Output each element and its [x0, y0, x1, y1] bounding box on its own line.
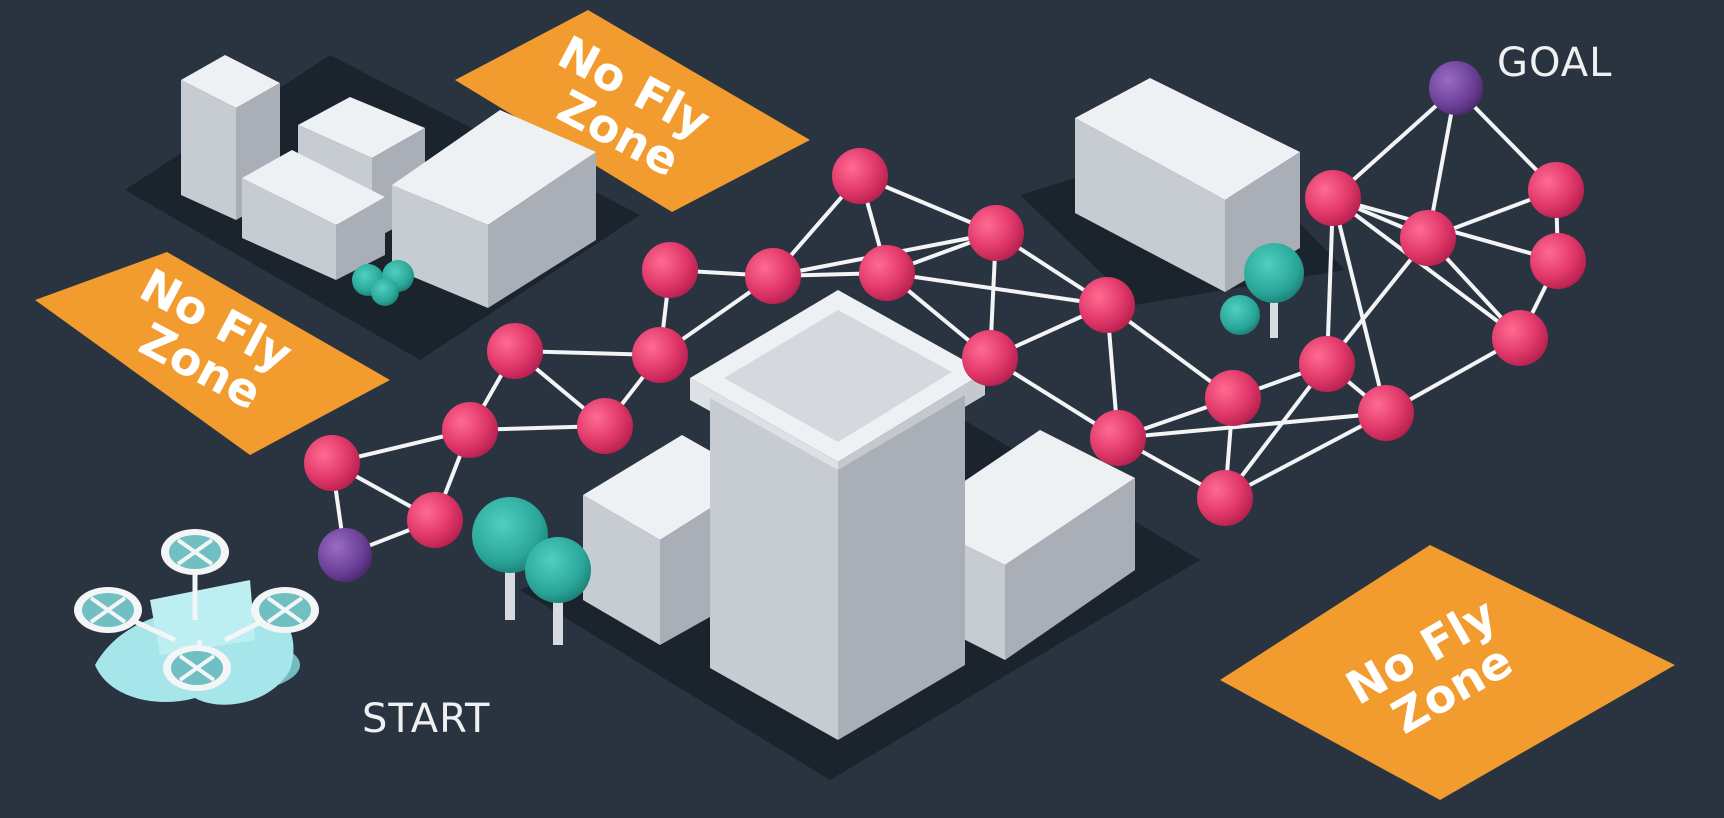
waypoint-node [1299, 336, 1355, 392]
tree-icon [472, 497, 548, 620]
roadmap-edge [1331, 196, 1522, 340]
roadmap-edge [1116, 411, 1388, 440]
tree-icon [352, 260, 414, 306]
waypoint-node [1079, 277, 1135, 333]
waypoint-node [642, 242, 698, 298]
roadmap-edge [1223, 362, 1329, 500]
waypoint-node [632, 327, 688, 383]
waypoint-node [407, 492, 463, 548]
roadmap-edge [885, 271, 1109, 307]
waypoint-node [1205, 370, 1261, 426]
waypoint-node [1305, 170, 1361, 226]
waypoint-node [1197, 470, 1253, 526]
waypoint-node [577, 398, 633, 454]
rotor [163, 645, 231, 691]
rotor [251, 587, 319, 633]
waypoint-node [962, 330, 1018, 386]
waypoint-node [304, 435, 360, 491]
waypoint-node [832, 148, 888, 204]
start-node [318, 528, 372, 582]
waypoint-node [968, 205, 1024, 261]
waypoint-node [487, 323, 543, 379]
tree-icon [525, 537, 591, 645]
roadmap-edge [1331, 196, 1388, 415]
waypoint-node [1358, 385, 1414, 441]
building-icon [392, 110, 596, 308]
rotor [74, 587, 142, 633]
building-icon [690, 290, 985, 740]
goal-label: GOAL [1497, 40, 1613, 86]
building-cluster-top-left [181, 55, 596, 308]
waypoint-node [859, 245, 915, 301]
no-fly-zone-bottom-right: No Fly Zone [1220, 545, 1675, 800]
quadcopter-drone-icon [74, 529, 319, 705]
waypoint-node [745, 248, 801, 304]
roadmap-edge [1223, 411, 1388, 500]
waypoint-node [1090, 410, 1146, 466]
building-icon [242, 150, 385, 280]
no-fly-zone-top: No Fly Zone [455, 10, 810, 212]
waypoint-node [1528, 162, 1584, 218]
waypoint-node [442, 402, 498, 458]
start-label: START [362, 696, 491, 742]
waypoint-node [1492, 310, 1548, 366]
trees-near-start [472, 497, 591, 645]
rotor [161, 529, 229, 575]
tree-icon [1220, 243, 1304, 338]
roadmap-nodes [304, 61, 1586, 582]
waypoint-node [1400, 210, 1456, 266]
building-cluster-center [583, 290, 1135, 740]
building-top-right [1075, 78, 1304, 338]
goal-node [1429, 61, 1483, 115]
waypoint-node [1530, 233, 1586, 289]
